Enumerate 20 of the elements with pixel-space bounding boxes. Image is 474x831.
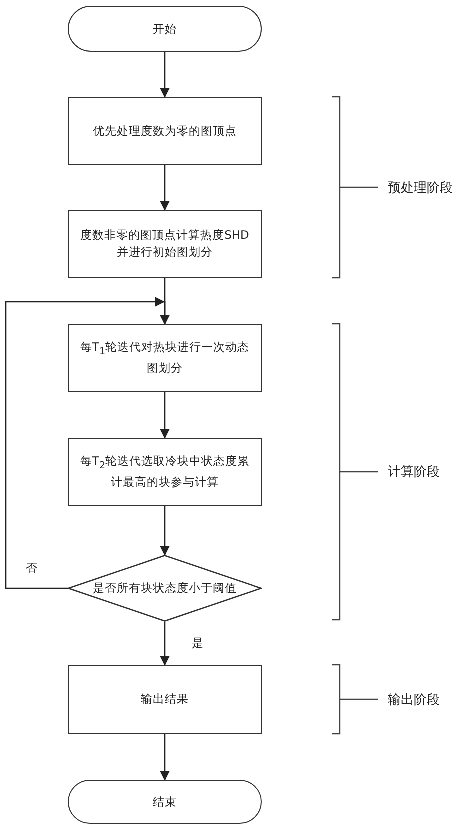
stage-label: 计算阶段 (388, 464, 440, 481)
process-box: 度数非零的图顶点计算热度SHD并进行初始图划分 (68, 210, 262, 278)
process-box: 输出结果 (68, 665, 262, 734)
terminal-box: 结束 (68, 780, 262, 824)
process-box: 每T$_{2}$轮迭代选取冷块中状态度累计最高的块参与计算 (68, 438, 262, 506)
arrow (160, 734, 170, 781)
arrow (160, 165, 170, 211)
edge-label: 是 (190, 636, 206, 650)
arrow (160, 622, 170, 666)
arrow (160, 52, 170, 98)
arrow (5, 297, 170, 590)
stage-label: 输出阶段 (388, 692, 440, 708)
edge-label: 否 (24, 560, 40, 576)
decision-diamond: 是否所有块状态度小于阈值 (68, 555, 262, 622)
arrow (160, 506, 170, 556)
terminal-box: 开始 (68, 6, 262, 52)
process-box: 优先处理度数为零的图顶点 (68, 97, 262, 165)
arrow (160, 392, 170, 439)
stage-label: 预处理阶段 (388, 180, 453, 196)
process-box: 每T$_{1}$轮迭代对热块进行一次动态图划分 (68, 324, 262, 392)
